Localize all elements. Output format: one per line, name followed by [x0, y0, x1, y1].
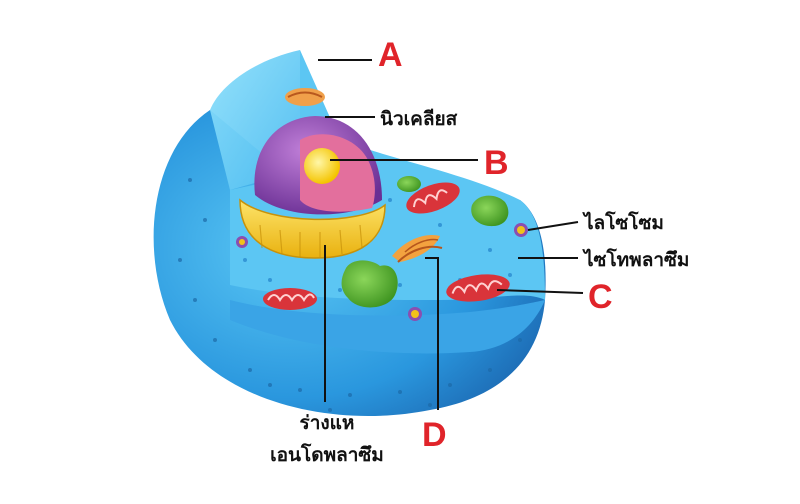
leader-d	[425, 257, 439, 410]
vacuole-1	[341, 260, 398, 308]
nucleus	[254, 116, 382, 215]
cytoplasm-dots	[178, 178, 522, 412]
top-organelle	[285, 88, 325, 106]
label-lysosome: ไลโซโซม	[584, 212, 664, 234]
label-nucleus: นิวเคลียส	[380, 108, 458, 130]
lysosome-1	[514, 223, 528, 237]
lysosome-2	[236, 236, 248, 248]
mitochondrion-2	[263, 288, 317, 310]
label-cytoplasm: ไซโทพลาซึม	[584, 249, 690, 271]
mitochondrion-1	[406, 182, 460, 214]
endoplasmic-reticulum	[239, 198, 386, 259]
vacuole-3	[397, 176, 421, 192]
cut-face-front	[230, 285, 545, 354]
label-c: C	[588, 278, 613, 316]
vacuole-2	[471, 195, 509, 227]
label-a: A	[378, 36, 403, 74]
mitochondrion-3	[446, 274, 510, 302]
leader-lysosome	[527, 221, 579, 231]
leader-c	[496, 289, 584, 294]
leader-lines	[318, 59, 584, 410]
nucleolus	[304, 148, 340, 184]
label-er-line2: เอนโดพลาซึม	[270, 444, 384, 466]
label-er-line1: ร่างแห	[299, 412, 355, 434]
golgi-apparatus	[392, 234, 443, 263]
lysosome-3	[408, 307, 422, 321]
label-d: D	[422, 416, 447, 454]
label-b: B	[484, 144, 509, 182]
